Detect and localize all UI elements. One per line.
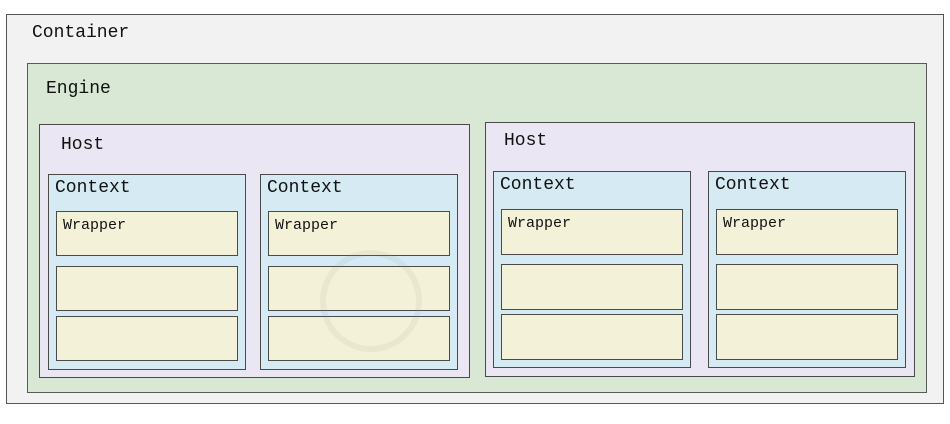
wrapper-box: [501, 264, 683, 310]
context-box-2-2: Context Wrapper: [708, 171, 906, 368]
engine-label: Engine: [46, 79, 111, 99]
host-box-2: Host Context Wrapper Context Wrapper: [485, 122, 915, 377]
context-label: Context: [267, 178, 343, 198]
host-label: Host: [61, 135, 105, 155]
wrapper-label: Wrapper: [63, 217, 127, 234]
context-box-1-1: Context Wrapper: [48, 174, 246, 370]
context-label: Context: [500, 175, 576, 195]
context-label: Context: [715, 175, 791, 195]
wrapper-box: [716, 264, 898, 310]
wrapper-box: [56, 316, 238, 361]
wrapper-label: Wrapper: [508, 215, 572, 232]
container-box: Container Engine Host Context Wrapper Co…: [6, 14, 944, 404]
context-label: Context: [55, 178, 131, 198]
wrapper-box: [56, 266, 238, 311]
container-label: Container: [32, 23, 130, 43]
wrapper-label: Wrapper: [723, 215, 787, 232]
wrapper-box: [716, 314, 898, 360]
wrapper-box: [501, 314, 683, 360]
host-box-1: Host Context Wrapper Context Wrapper: [39, 124, 470, 378]
wrapper-box: Wrapper: [56, 211, 238, 256]
wrapper-box: Wrapper: [501, 209, 683, 255]
context-box-2-1: Context Wrapper: [493, 171, 691, 368]
host-label: Host: [504, 131, 548, 151]
engine-box: Engine Host Context Wrapper Context Wra: [27, 63, 927, 393]
wrapper-box: Wrapper: [268, 211, 450, 256]
watermark-logo: [320, 250, 422, 352]
wrapper-label: Wrapper: [275, 217, 339, 234]
wrapper-box: Wrapper: [716, 209, 898, 255]
